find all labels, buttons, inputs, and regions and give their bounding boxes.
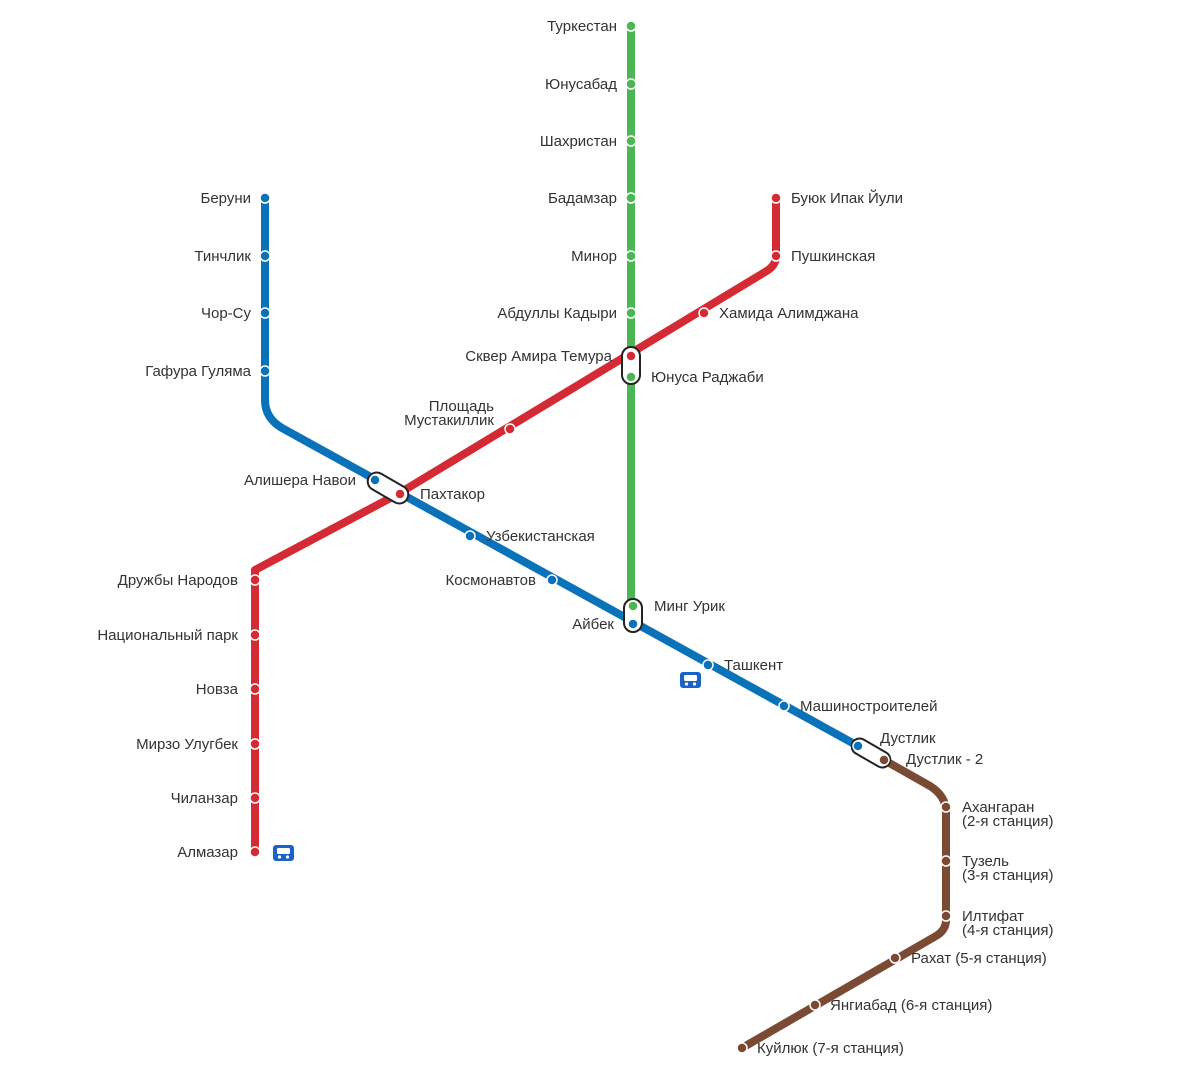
station-label: Айбек bbox=[572, 616, 614, 633]
station-dot[interactable] bbox=[770, 250, 782, 262]
station-dot[interactable] bbox=[778, 700, 790, 712]
station-dot[interactable] bbox=[625, 350, 637, 362]
station-label: Юнусабад bbox=[545, 76, 617, 93]
station-label: Тинчлик bbox=[194, 248, 251, 265]
station-dot[interactable] bbox=[249, 683, 261, 695]
station-dot[interactable] bbox=[770, 192, 782, 204]
station-label: Хамида Алимджана bbox=[719, 305, 859, 322]
station-dot[interactable] bbox=[940, 801, 952, 813]
station-dot[interactable] bbox=[940, 855, 952, 867]
bus-window bbox=[684, 675, 697, 681]
bus-wheel bbox=[684, 682, 689, 686]
station-label: Буюк Ипак Йули bbox=[791, 189, 903, 207]
station-label: Ахангаран bbox=[962, 799, 1034, 816]
station-dot[interactable] bbox=[889, 952, 901, 964]
uzbekistan-line bbox=[261, 194, 862, 750]
station-dot[interactable] bbox=[259, 250, 271, 262]
station-label: Тузель bbox=[962, 853, 1009, 870]
station-dot[interactable] bbox=[625, 135, 637, 147]
station-dot[interactable] bbox=[852, 740, 864, 752]
bus-wheel bbox=[285, 855, 290, 859]
station-dot[interactable] bbox=[259, 192, 271, 204]
station-dot[interactable] bbox=[940, 910, 952, 922]
station-dot[interactable] bbox=[504, 423, 516, 435]
stations-layer bbox=[249, 20, 952, 1054]
station-dot[interactable] bbox=[625, 78, 637, 90]
bus-icon[interactable] bbox=[680, 672, 701, 688]
bus-wheel bbox=[277, 855, 282, 859]
station-label-line1: Площадь bbox=[429, 398, 494, 415]
station-label: Чор-Су bbox=[201, 305, 252, 322]
station-dot[interactable] bbox=[249, 574, 261, 586]
station-label: Сквер Амира Темура bbox=[465, 348, 612, 365]
station-dot[interactable] bbox=[259, 365, 271, 377]
station-label: Дустлик - 2 bbox=[906, 751, 983, 768]
bus-wheel bbox=[692, 682, 697, 686]
station-dot[interactable] bbox=[625, 20, 637, 32]
station-label: Узбекистанская bbox=[486, 528, 595, 545]
station-label: Абдуллы Кадыри bbox=[497, 305, 617, 322]
station-dot[interactable] bbox=[625, 371, 637, 383]
station-label-sub: (4-я станция) bbox=[962, 922, 1054, 939]
station-label: Рахат (5-я станция) bbox=[911, 950, 1047, 967]
labels-layer: Туркестан Юнусабад Шахристан Бадамзар Ми… bbox=[97, 18, 1053, 1057]
bus-icon[interactable] bbox=[273, 845, 294, 861]
station-label: Куйлюк (7-я станция) bbox=[757, 1040, 904, 1057]
station-dot[interactable] bbox=[546, 574, 558, 586]
station-label: Новза bbox=[196, 681, 239, 698]
station-dot[interactable] bbox=[394, 488, 406, 500]
station-dot[interactable] bbox=[809, 999, 821, 1011]
chilanzar-line bbox=[251, 194, 780, 856]
station-dot[interactable] bbox=[249, 629, 261, 641]
station-label: Минг Урик bbox=[654, 598, 725, 615]
station-dot[interactable] bbox=[627, 618, 639, 630]
bus-window bbox=[277, 848, 290, 854]
station-label: Дружбы Народов bbox=[118, 572, 238, 589]
station-dot[interactable] bbox=[627, 600, 639, 612]
station-label: Мирзо Улугбек bbox=[136, 736, 238, 753]
station-label: Янгиабад (6-я станция) bbox=[830, 997, 992, 1014]
station-dot[interactable] bbox=[878, 754, 890, 766]
station-dot[interactable] bbox=[259, 307, 271, 319]
station-label: Минор bbox=[571, 248, 617, 265]
station-dot[interactable] bbox=[625, 307, 637, 319]
station-dot[interactable] bbox=[249, 738, 261, 750]
station-label: Гафура Гуляма bbox=[145, 363, 251, 380]
station-label: Алмазар bbox=[177, 844, 238, 861]
station-label: Космонавтов bbox=[445, 572, 536, 589]
station-dot[interactable] bbox=[249, 792, 261, 804]
station-dot[interactable] bbox=[249, 846, 261, 858]
station-dot[interactable] bbox=[464, 530, 476, 542]
station-dot[interactable] bbox=[369, 474, 381, 486]
station-dot[interactable] bbox=[698, 307, 710, 319]
station-label: Мустакиллик bbox=[404, 412, 494, 429]
station-label: Бадамзар bbox=[548, 190, 617, 207]
station-label-sub: (3-я станция) bbox=[962, 867, 1054, 884]
station-dot[interactable] bbox=[625, 192, 637, 204]
station-label: Чиланзар bbox=[171, 790, 238, 807]
station-label: Алишера Навои bbox=[244, 472, 356, 489]
station-label: Шахристан bbox=[540, 133, 617, 150]
station-label: Юнуса Раджаби bbox=[651, 369, 764, 386]
station-label: Туркестан bbox=[547, 18, 617, 35]
station-dot[interactable] bbox=[736, 1042, 748, 1054]
station-label: Илтифат bbox=[962, 908, 1024, 925]
station-label: Беруни bbox=[200, 190, 251, 207]
station-dot[interactable] bbox=[702, 659, 714, 671]
station-dot[interactable] bbox=[625, 250, 637, 262]
lines-layer bbox=[251, 22, 950, 1052]
station-label: Машиностроителей bbox=[800, 698, 938, 715]
station-label: Пахтакор bbox=[420, 486, 485, 503]
station-label: Пушкинская bbox=[791, 248, 875, 265]
station-label: Дустлик bbox=[880, 730, 936, 747]
station-label: Национальный парк bbox=[97, 627, 238, 644]
station-label-sub: (2-я станция) bbox=[962, 813, 1054, 830]
station-label: Ташкент bbox=[724, 657, 783, 674]
